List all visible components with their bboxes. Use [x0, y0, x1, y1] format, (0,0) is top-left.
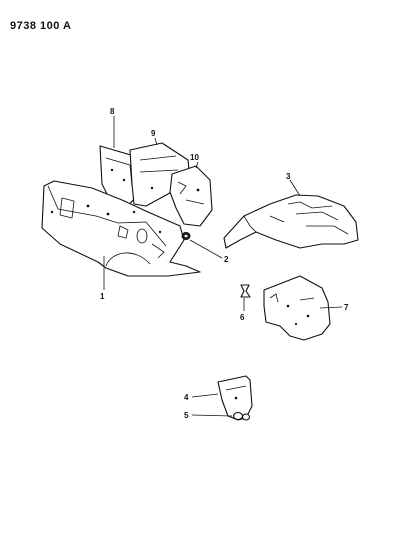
leader-lines	[103, 116, 343, 417]
callout-6: 6	[240, 313, 245, 322]
callout-7: 7	[344, 303, 349, 312]
part-6-clip	[240, 284, 251, 298]
callout-labels: 1 2 3 4 5 6 7 8 9 10	[100, 107, 349, 420]
callout-2: 2	[224, 255, 229, 264]
callout-9: 9	[151, 129, 156, 138]
document-id: 9738 100 A	[10, 20, 72, 32]
callout-10: 10	[190, 153, 199, 162]
part-3-wheelhouse-silencer	[223, 194, 359, 249]
part-9-dash-insulator-panel	[129, 142, 191, 207]
callout-3: 3	[286, 172, 291, 181]
callout-5: 5	[184, 411, 189, 420]
part-10-insulator-pad	[169, 165, 213, 227]
part-1-dash-panel	[41, 180, 201, 277]
part-5-fastener	[232, 411, 251, 421]
callout-8: 8	[110, 107, 115, 116]
callout-1: 1	[100, 292, 105, 301]
callout-4: 4	[184, 393, 189, 402]
part-2-grommet	[181, 232, 191, 240]
part-7-silencer-pad	[263, 275, 331, 341]
